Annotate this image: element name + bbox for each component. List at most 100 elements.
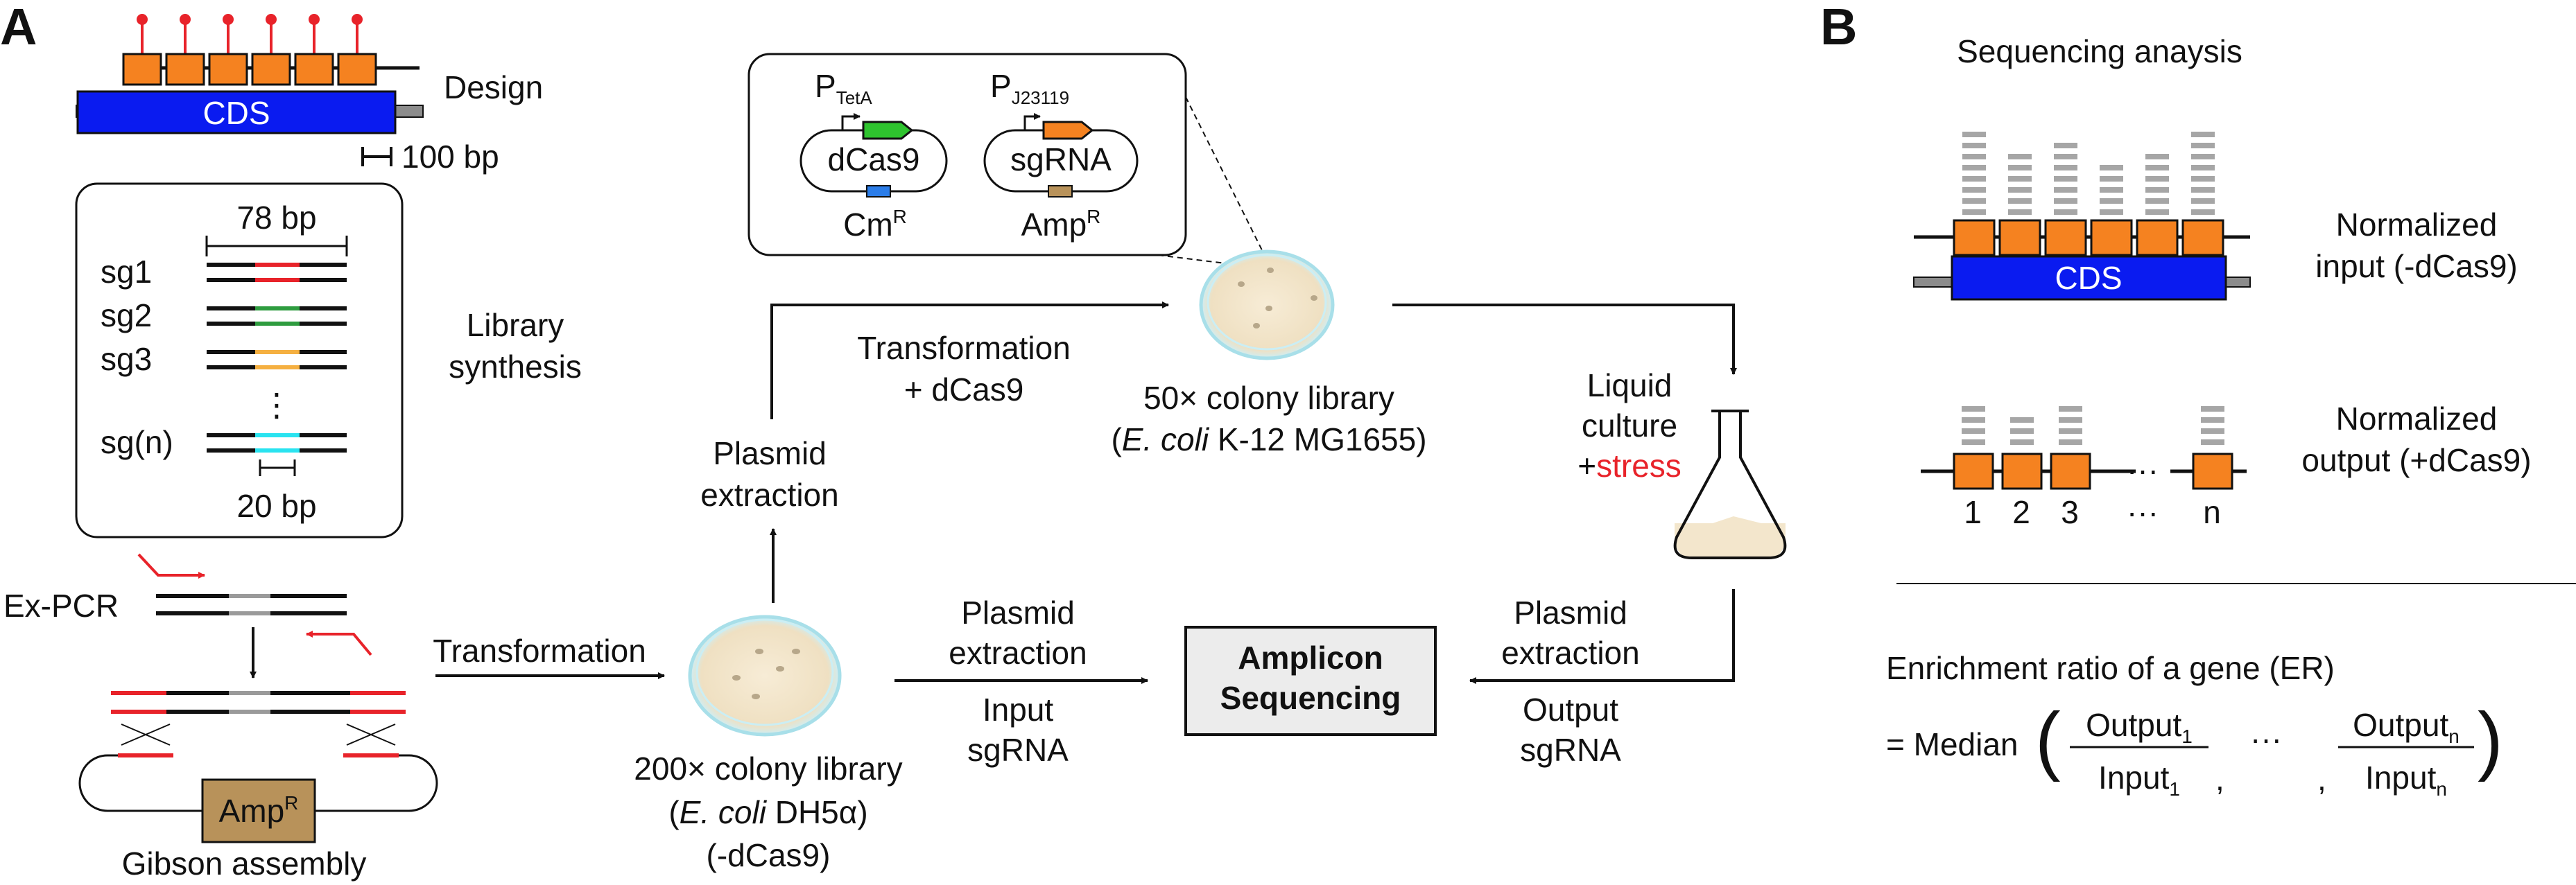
read-dash — [2054, 165, 2077, 170]
read-dash — [2100, 165, 2123, 170]
read-dash — [2145, 209, 2169, 215]
cmr-sup: R — [893, 206, 907, 227]
read-dash — [2145, 198, 2169, 204]
design-schematic: CDS Design 100 bp — [76, 14, 543, 175]
extraction-3-line2: extraction — [1501, 635, 1639, 671]
read-dash — [2008, 165, 2032, 170]
cmr-marker — [866, 185, 891, 198]
extraction-3-line1: Plasmid — [1514, 595, 1627, 631]
ampr-label: Amp — [219, 793, 285, 829]
input-sgrna-line1: Input — [983, 692, 1054, 728]
transformation-label: Transformation — [433, 633, 646, 669]
median-label: = Median — [1886, 726, 2019, 762]
frac2-den: Input — [2365, 760, 2437, 796]
read-dash — [2054, 176, 2077, 182]
ampr-box — [201, 778, 316, 843]
ampr-marker — [1048, 185, 1073, 198]
read-dash — [2145, 165, 2169, 170]
target-box — [2050, 453, 2091, 490]
read-dash — [2059, 417, 2082, 423]
read-dash — [2145, 154, 2169, 159]
read-dash — [2059, 428, 2082, 434]
oligo-label: sg3 — [101, 341, 152, 377]
scale-bar — [361, 147, 392, 166]
design-label: Design — [444, 69, 543, 105]
target-box — [2044, 219, 2087, 256]
output-sgrna-line2: sgRNA — [1520, 732, 1621, 768]
read-dash — [2191, 154, 2215, 159]
read-dash — [2054, 209, 2077, 215]
transform-dcas9-line1: Transformation — [857, 330, 1071, 366]
target-box — [251, 53, 291, 86]
index-dots: ··· — [2127, 494, 2159, 530]
index-1: 1 — [1964, 494, 1982, 530]
read-dash — [2008, 187, 2032, 193]
target-box — [2192, 453, 2233, 490]
read-dash — [2191, 132, 2215, 137]
read-dash — [1962, 406, 1985, 412]
read-dash — [2010, 428, 2034, 434]
pj-label: P — [990, 68, 1012, 104]
gibson-label: Gibson assembly — [122, 845, 367, 882]
petri-dish-200x — [688, 615, 842, 737]
oligo-label: sg(n) — [101, 424, 173, 460]
output-sgrna-line1: Output — [1523, 692, 1618, 728]
read-dash — [2008, 209, 2032, 215]
er-formula: Enrichment ratio of a gene (ER) = Median… — [1886, 650, 2503, 800]
ampr-sup: R — [284, 792, 298, 814]
read-dash — [2054, 187, 2077, 193]
read-dash — [2201, 428, 2224, 434]
dcas9-label: dCas9 — [828, 141, 920, 177]
cds-label: CDS — [202, 95, 270, 131]
target-marker — [180, 14, 191, 25]
read-dash — [1962, 132, 1986, 137]
oligo-length-label: 78 bp — [236, 200, 316, 236]
cds-label-b: CDS — [2055, 260, 2122, 296]
read-dash — [2054, 154, 2077, 159]
liquid-line1: Liquid — [1587, 367, 1672, 403]
lib50-line1: 50× colony library — [1143, 380, 1394, 416]
petri-dish-50x — [1199, 249, 1335, 360]
norm-input-line1: Normalized — [2336, 207, 2498, 243]
output-target-boxes — [1953, 453, 2233, 490]
frac1-num-sub: 1 — [2181, 726, 2193, 747]
plasmid-inset: PTetA dCas9 CmR PJ23119 sgRNA AmpR — [747, 53, 1187, 256]
frac1-den: Input — [2098, 760, 2170, 796]
output-read-stacks — [1962, 406, 2224, 445]
read-dash — [1962, 143, 1986, 148]
read-dash — [1962, 209, 1986, 215]
read-dash — [1962, 428, 1985, 434]
read-dash — [2059, 439, 2082, 445]
read-dash — [2191, 209, 2215, 215]
read-dash — [1962, 198, 1986, 204]
right-paren: ) — [2478, 697, 2503, 782]
input-read-stacks — [1962, 132, 2215, 215]
read-dash — [2008, 198, 2032, 204]
read-dash — [2191, 198, 2215, 204]
transformation-dcas9-arrow — [770, 301, 1169, 419]
read-dash — [1962, 439, 1985, 445]
read-dash — [2054, 143, 2077, 148]
svg-text:AmpR: AmpR — [219, 792, 299, 829]
index-n: n — [2203, 494, 2221, 530]
sgrna-target-boxes — [122, 14, 377, 86]
ptet-sub: TetA — [836, 87, 873, 108]
culture-arrow — [1392, 304, 1737, 375]
ptet-label: P — [815, 68, 836, 104]
reverse-primer — [306, 631, 372, 656]
svg-text:CmR: CmR — [843, 206, 907, 243]
norm-input-line2: input (-dCas9) — [2315, 248, 2517, 284]
read-dash — [2008, 176, 2032, 182]
amplicon-line1: Amplicon — [1238, 640, 1383, 676]
target-marker — [266, 14, 277, 25]
svg-text:AmpR: AmpR — [1021, 206, 1101, 243]
extraction-1-line1: Plasmid — [713, 435, 827, 471]
extraction-2-line2: extraction — [949, 635, 1087, 671]
read-dash — [2100, 209, 2123, 215]
frac1-num: Output — [2086, 707, 2181, 743]
oligo-label: sg1 — [101, 254, 152, 290]
svg-text:PTetA: PTetA — [815, 68, 872, 108]
read-dash — [2201, 406, 2224, 412]
frac2-den-sub: n — [2436, 778, 2447, 800]
